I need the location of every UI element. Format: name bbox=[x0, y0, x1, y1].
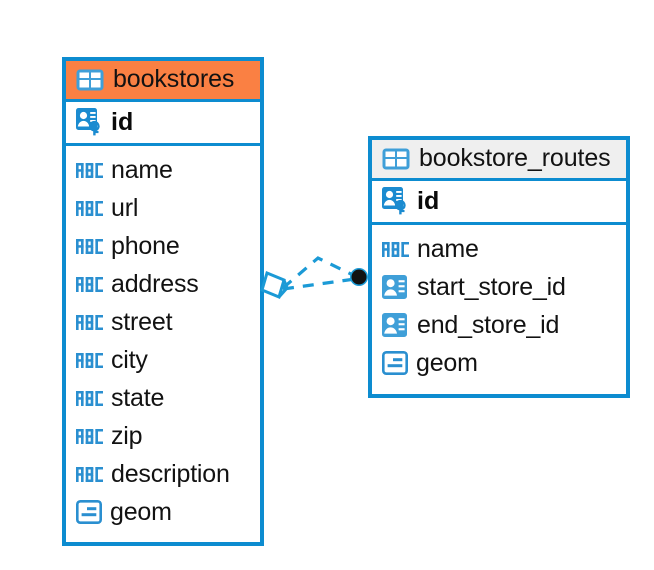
table-row[interactable]: name bbox=[382, 230, 616, 268]
field-label: name bbox=[111, 155, 173, 184]
table-row[interactable]: url bbox=[76, 189, 250, 227]
field-label: city bbox=[111, 345, 148, 374]
abc-text-icon bbox=[76, 162, 103, 178]
table-row[interactable]: phone bbox=[76, 227, 250, 265]
table-row-primary-key-bookstore-routes[interactable]: id bbox=[372, 181, 626, 225]
table-row[interactable]: geom bbox=[382, 344, 616, 382]
table-title-bookstore-routes: bookstore_routes bbox=[419, 144, 611, 172]
field-label: end_store_id bbox=[417, 310, 560, 339]
abc-text-icon bbox=[76, 238, 103, 254]
table-icon bbox=[76, 69, 104, 90]
er-table-bookstore-routes[interactable]: bookstore_routes id name bbox=[368, 136, 630, 398]
table-row[interactable]: start_store_id bbox=[382, 268, 616, 306]
table-row[interactable]: address bbox=[76, 265, 250, 303]
geometry-icon bbox=[76, 500, 102, 524]
table-row[interactable]: city bbox=[76, 341, 250, 379]
field-list-bookstores: name url phone address bbox=[66, 146, 260, 538]
field-label: geom bbox=[416, 348, 478, 377]
table-title-bookstores: bookstores bbox=[113, 65, 235, 93]
field-label: street bbox=[111, 307, 173, 336]
filled-circle-marker-halo bbox=[350, 268, 368, 286]
relationship-line-upper bbox=[281, 256, 356, 290]
filled-circle-marker bbox=[351, 269, 367, 285]
diamond-marker-tail bbox=[277, 279, 289, 298]
table-icon bbox=[382, 148, 410, 169]
table-row[interactable]: state bbox=[76, 379, 250, 417]
primary-key-icon bbox=[76, 108, 100, 136]
field-label: url bbox=[111, 193, 139, 222]
field-label-id: id bbox=[417, 186, 440, 215]
abc-text-icon bbox=[76, 428, 103, 444]
diamond-marker bbox=[260, 270, 286, 300]
primary-key-icon bbox=[382, 187, 406, 215]
abc-text-icon bbox=[76, 390, 103, 406]
table-row[interactable]: geom bbox=[76, 493, 250, 531]
table-row[interactable]: zip bbox=[76, 417, 250, 455]
field-list-bookstore-routes: name start_store_id end_store_ bbox=[372, 225, 626, 389]
field-label: phone bbox=[111, 231, 180, 260]
foreign-key-icon bbox=[382, 274, 407, 299]
geometry-icon bbox=[382, 351, 408, 375]
field-label: geom bbox=[110, 497, 172, 526]
field-label: address bbox=[111, 269, 199, 298]
field-label: description bbox=[111, 459, 230, 488]
table-row[interactable]: description bbox=[76, 455, 250, 493]
abc-text-icon bbox=[76, 352, 103, 368]
table-row[interactable]: street bbox=[76, 303, 250, 341]
foreign-key-icon bbox=[382, 312, 407, 337]
abc-text-icon bbox=[76, 466, 103, 482]
er-table-bookstores[interactable]: bookstores id bbox=[62, 57, 264, 546]
abc-text-icon bbox=[76, 314, 103, 330]
field-label: start_store_id bbox=[417, 272, 566, 301]
table-row[interactable]: end_store_id bbox=[382, 306, 616, 344]
abc-text-icon bbox=[382, 241, 409, 257]
table-row-primary-key-bookstores[interactable]: id bbox=[66, 102, 260, 146]
table-header-bookstore-routes[interactable]: bookstore_routes bbox=[372, 140, 626, 181]
field-label: zip bbox=[111, 421, 143, 450]
abc-text-icon bbox=[76, 276, 103, 292]
abc-text-icon bbox=[76, 200, 103, 216]
relationship-line-lower bbox=[282, 277, 356, 291]
field-label: name bbox=[417, 234, 479, 263]
field-label-id: id bbox=[111, 107, 134, 136]
table-row[interactable]: name bbox=[76, 151, 250, 189]
field-label: state bbox=[111, 383, 165, 412]
table-header-bookstores[interactable]: bookstores bbox=[66, 61, 260, 102]
